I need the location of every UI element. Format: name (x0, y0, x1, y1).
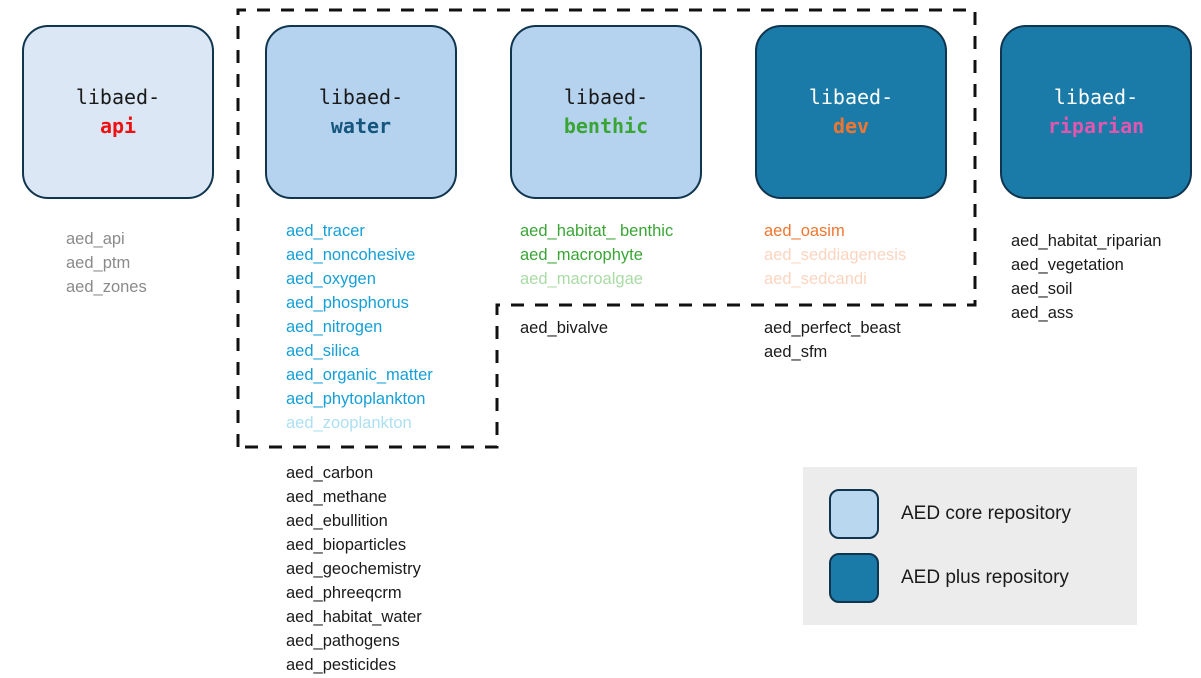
module-item: aed_habitat_riparian (1011, 232, 1162, 250)
module-item: aed_carbon (286, 464, 374, 482)
module-item: aed_macrophyte (520, 246, 643, 264)
module-list-dev-inside: aed_oasim aed_seddiagenesis aed_sedcandi (764, 219, 906, 291)
module-item: aed_api (66, 230, 125, 248)
legend-label-plus: AED plus repository (901, 567, 1069, 588)
module-item: aed_tracer (286, 222, 365, 240)
legend-swatch-core-icon (829, 489, 879, 539)
legend-label-core: AED core repository (901, 503, 1072, 524)
module-item: aed_zones (66, 278, 147, 296)
module-item: aed_methane (286, 488, 387, 506)
module-item: aed_perfect_beast (764, 319, 901, 337)
repo-name-benthic: benthic (563, 114, 649, 138)
module-item: aed_phytoplankton (286, 390, 426, 408)
repo-prefix-water: libaed- (318, 85, 404, 109)
module-item: aed_seddiagenesis (764, 246, 907, 264)
repo-prefix-riparian: libaed- (1053, 85, 1139, 109)
repo-name-api: api (99, 114, 137, 138)
module-item: aed_habitat_ benthic (520, 222, 674, 240)
repo-prefix-dev: libaed- (808, 85, 894, 109)
module-item: aed_vegetation (1011, 256, 1124, 274)
repo-box-dev[interactable]: libaed- dev (755, 25, 947, 199)
module-list-water-inside: aed_tracer aed_noncohesive aed_oxygen ae… (286, 219, 433, 435)
legend-item-plus: AED plus repository (829, 553, 1111, 603)
module-list-api-inside: aed_api aed_ptm aed_zones (66, 227, 147, 299)
module-list-benthic-inside: aed_habitat_ benthic aed_macrophyte aed_… (520, 219, 673, 291)
module-item: aed_habitat_water (286, 608, 422, 626)
module-item: aed_geochemistry (286, 560, 421, 578)
repo-prefix-api: libaed- (75, 85, 161, 109)
repo-prefix-benthic: libaed- (563, 85, 649, 109)
module-item: aed_ebullition (286, 512, 388, 530)
module-item: aed_bioparticles (286, 536, 407, 554)
module-item: aed_ptm (66, 254, 131, 272)
legend: AED core repository AED plus repository (803, 467, 1137, 625)
module-item: aed_organic_matter (286, 366, 433, 384)
module-item: aed_oasim (764, 222, 845, 240)
module-item: aed_pathogens (286, 632, 400, 650)
module-item: aed_soil (1011, 280, 1073, 298)
legend-item-core: AED core repository (829, 489, 1111, 539)
legend-swatch-plus-icon (829, 553, 879, 603)
module-list-dev-outside: aed_perfect_beast aed_sfm (764, 316, 901, 364)
module-item: aed_oxygen (286, 270, 376, 288)
repo-box-benthic[interactable]: libaed- benthic (510, 25, 702, 199)
repo-name-water: water (330, 114, 392, 138)
module-item: aed_sfm (764, 343, 828, 361)
repo-box-water[interactable]: libaed- water (265, 25, 457, 199)
module-item: aed_phreeqcrm (286, 584, 402, 602)
module-list-water-outside: aed_carbon aed_methane aed_ebullition ae… (286, 461, 422, 677)
module-item: aed_phosphorus (286, 294, 409, 312)
module-list-benthic-outside: aed_bivalve (520, 316, 608, 340)
repo-name-dev: dev (832, 114, 870, 138)
module-item: aed_bivalve (520, 319, 609, 337)
repo-box-api[interactable]: libaed- api (22, 25, 214, 199)
repo-box-riparian[interactable]: libaed- riparian (1000, 25, 1192, 199)
repo-name-riparian: riparian (1047, 114, 1145, 138)
module-list-riparian-outside: aed_habitat_riparian aed_vegetation aed_… (1011, 229, 1161, 325)
module-item: aed_pesticides (286, 656, 397, 674)
module-item: aed_ass (1011, 304, 1074, 322)
module-item: aed_nitrogen (286, 318, 383, 336)
module-item: aed_macroalgae (520, 270, 643, 288)
module-item: aed_silica (286, 342, 360, 360)
module-item: aed_sedcandi (764, 270, 867, 288)
module-item: aed_noncohesive (286, 246, 416, 264)
module-item: aed_zooplankton (286, 414, 412, 432)
